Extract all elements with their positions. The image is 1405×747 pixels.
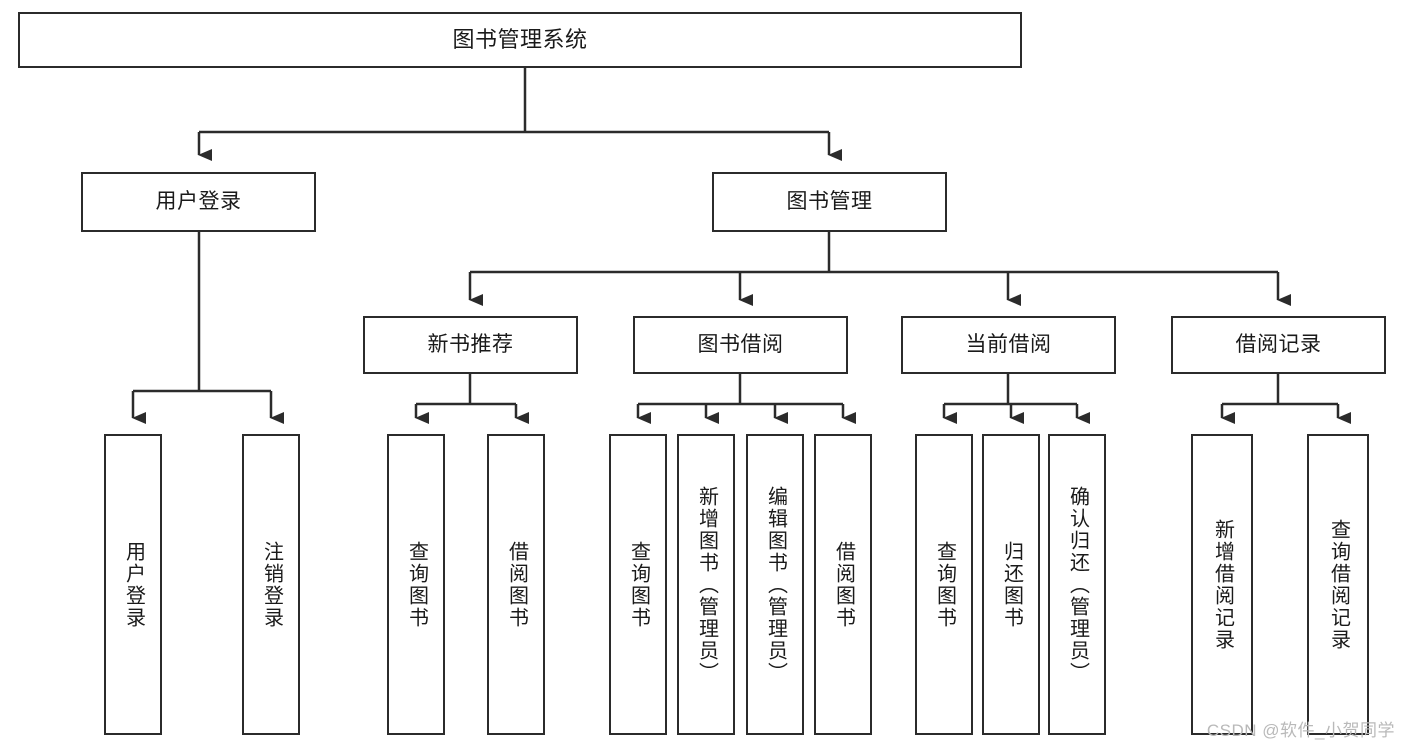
leaf-label: 注销登录 — [260, 540, 283, 629]
leaf-label: 借阅图书 — [832, 540, 855, 629]
leaf-user-login[interactable]: 用户登录 — [104, 434, 162, 735]
leaf-add-borrow-record[interactable]: 新增借阅记录 — [1191, 434, 1253, 735]
leaf-label: 确认归还（管理员） — [1066, 485, 1089, 684]
leaf-label: 借阅图书 — [505, 540, 528, 629]
leaf-logout-login[interactable]: 注销登录 — [242, 434, 300, 735]
leaf-label: 用户登录 — [122, 540, 145, 629]
leaf-return-book[interactable]: 归还图书 — [982, 434, 1040, 735]
node-root-system[interactable]: 图书管理系统 — [18, 12, 1022, 68]
node-book-borrow[interactable]: 图书借阅 — [633, 316, 848, 374]
node-new-book-recommend[interactable]: 新书推荐 — [363, 316, 578, 374]
leaf-label: 查询图书 — [627, 540, 650, 629]
leaf-add-book-admin[interactable]: 新增图书（管理员） — [677, 434, 735, 735]
leaf-label: 查询借阅记录 — [1327, 518, 1350, 651]
leaf-label: 查询图书 — [405, 540, 428, 629]
node-book-manage[interactable]: 图书管理 — [712, 172, 947, 232]
leaf-query-book-current[interactable]: 查询图书 — [915, 434, 973, 735]
leaf-query-borrow-record[interactable]: 查询借阅记录 — [1307, 434, 1369, 735]
leaf-query-book-recommend[interactable]: 查询图书 — [387, 434, 445, 735]
leaf-label: 归还图书 — [1000, 540, 1023, 629]
leaf-label: 查询图书 — [933, 540, 956, 629]
leaf-query-book-borrow[interactable]: 查询图书 — [609, 434, 667, 735]
node-borrow-record[interactable]: 借阅记录 — [1171, 316, 1386, 374]
leaf-label: 编辑图书（管理员） — [764, 485, 787, 684]
leaf-label: 新增借阅记录 — [1211, 518, 1234, 651]
node-current-borrow[interactable]: 当前借阅 — [901, 316, 1116, 374]
csdn-watermark: CSDN @软件_小贺同学 — [1206, 721, 1395, 740]
leaf-borrow-book-borrow[interactable]: 借阅图书 — [814, 434, 872, 735]
leaf-label: 新增图书（管理员） — [695, 485, 718, 684]
leaf-borrow-book-recommend[interactable]: 借阅图书 — [487, 434, 545, 735]
leaf-edit-book-admin[interactable]: 编辑图书（管理员） — [746, 434, 804, 735]
leaf-confirm-return-admin[interactable]: 确认归还（管理员） — [1048, 434, 1106, 735]
node-user-login[interactable]: 用户登录 — [81, 172, 316, 232]
